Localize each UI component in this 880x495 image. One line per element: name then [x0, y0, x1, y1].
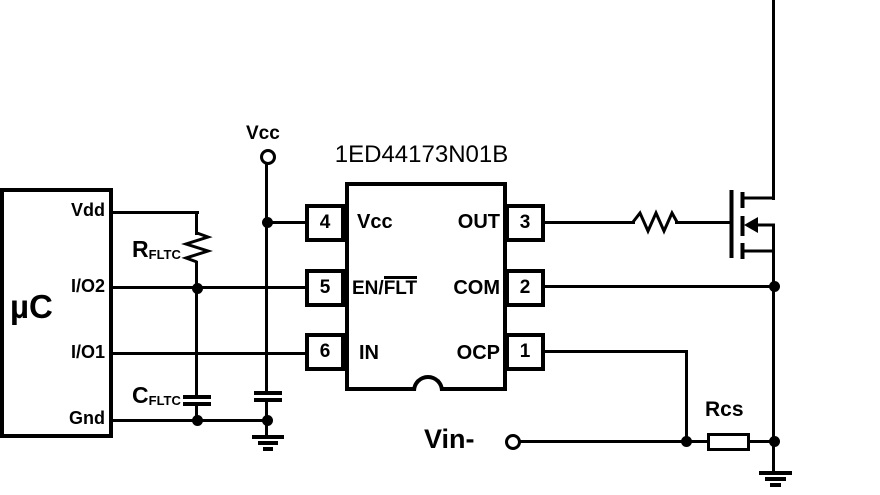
cfltc-capacitor-icon [183, 395, 211, 399]
vin-minus-label: Vin- [424, 424, 475, 454]
ic-pin-com-label: COM [453, 277, 500, 299]
rcs-label: Rcs [705, 398, 744, 421]
ic-pin-out-label: OUT [457, 211, 500, 233]
pin-4-number: 4 [319, 212, 331, 233]
wire-rcs-out [749, 440, 775, 443]
cfltc-capacitor-icon [183, 402, 211, 406]
wire-out-a [543, 221, 635, 224]
pin-1-box: 1 [505, 333, 545, 371]
pin-3-box: 3 [505, 204, 545, 242]
rcs-resistor-icon [707, 433, 750, 451]
rfltc-label: RFLTC [132, 236, 181, 262]
pin-6-number: 6 [319, 341, 331, 362]
pin-2-box: 2 [505, 269, 545, 307]
vcc-capacitor-icon [254, 391, 282, 395]
wire-ocp [543, 350, 688, 353]
wire-ocp-vertical [685, 350, 688, 443]
pin-5-box: 5 [305, 269, 345, 307]
junction-dot [262, 217, 273, 228]
wire-out-b [675, 221, 733, 224]
wire-vin [519, 440, 707, 443]
wire-rfltc-top [195, 211, 198, 235]
wire-rfltc-bottom [195, 261, 198, 289]
pin-4-box: 4 [305, 204, 345, 242]
mcu-pin-vdd-label: Vdd [71, 200, 105, 220]
wire-vdd [111, 211, 199, 214]
ic-pin-in-label: IN [359, 342, 379, 364]
ic-pin-enflt-label: EN/FLT [352, 276, 418, 299]
mcu-pin-io1-label: I/O1 [70, 342, 105, 362]
enflt-overline: FLT [383, 276, 418, 299]
pin-5-number: 5 [319, 277, 331, 298]
ic-notch-icon [412, 375, 444, 391]
cfltc-label: CFLTC [132, 382, 181, 408]
wire-vcc-pin4 [266, 221, 307, 224]
wire-io1-in [111, 352, 307, 355]
rfltc-resistor-icon [181, 231, 213, 264]
junction-dot [769, 436, 780, 447]
wire-com [543, 285, 775, 288]
mcu-pin-io2-label: I/O2 [70, 276, 105, 296]
wire-cfltc-top [195, 287, 198, 395]
wire-cfltc-bottom [195, 406, 198, 421]
pin-3-number: 3 [519, 212, 531, 233]
junction-dot [769, 281, 780, 292]
pin-2-number: 2 [519, 277, 531, 298]
mcu-box [0, 188, 113, 438]
mcu-pin-gnd-label: Gnd [69, 408, 105, 428]
vcc-supply-label: Vcc [246, 123, 280, 144]
rfltc-base: R [132, 236, 149, 262]
vin-terminal-circle [505, 434, 521, 450]
wire-gnd [111, 419, 270, 422]
pin-6-box: 6 [305, 333, 345, 371]
enflt-pre: EN/ [352, 278, 384, 299]
wire-drain [772, 0, 775, 200]
vcc-capacitor-icon [254, 398, 282, 402]
ic-body [345, 182, 507, 391]
junction-dot [192, 415, 203, 426]
vcc-terminal-circle [260, 149, 276, 165]
mcu-label: µC [10, 288, 53, 325]
ic-pin-vcc-label: Vcc [357, 211, 393, 233]
ic-part-number: 1ED44173N01B [334, 141, 509, 168]
mosfet-icon [729, 190, 775, 259]
ic-pin-ocp-label: OCP [456, 342, 500, 364]
wire-vcc-vertical [265, 161, 268, 391]
cfltc-base: C [132, 382, 149, 408]
junction-dot [192, 283, 203, 294]
junction-dot [262, 415, 273, 426]
wire-source [772, 224, 775, 472]
pin-1-number: 1 [519, 341, 531, 362]
wire-io2-en [111, 286, 307, 289]
cfltc-sub: FLTC [148, 393, 181, 408]
rfltc-sub: FLTC [148, 247, 181, 262]
gate-resistor-icon [631, 209, 679, 235]
junction-dot [681, 436, 692, 447]
